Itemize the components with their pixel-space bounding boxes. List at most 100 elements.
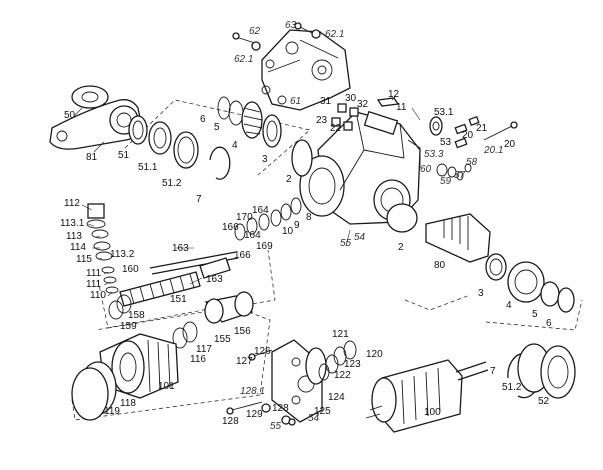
label-51-2-lower: 51.2 (502, 382, 522, 393)
label-63: 63 (285, 20, 297, 31)
upper-bearing-set (217, 96, 282, 148)
label-5-lower: 5 (532, 309, 538, 320)
adjuster-fittings (429, 115, 518, 149)
label-57: 57 (454, 170, 466, 181)
lower-bearing-set (485, 253, 575, 313)
label-51: 51 (118, 150, 130, 161)
label-21: 21 (476, 123, 488, 134)
label-22: 22 (330, 123, 342, 134)
label-58: 58 (466, 157, 478, 168)
label-158: 158 (128, 310, 145, 321)
rack-piston-100 (365, 359, 489, 433)
label-6-lower: 6 (546, 318, 552, 329)
rings-118-119 (71, 361, 117, 421)
label-61: 61 (290, 96, 301, 107)
valve-fittings (331, 97, 400, 131)
label-32: 32 (357, 99, 369, 110)
rings-116-117 (172, 321, 198, 349)
pitman-arm-81 (49, 85, 143, 150)
label-116: 116 (190, 354, 206, 365)
label-113-2: 113.2 (110, 249, 135, 260)
label-114: 114 (70, 242, 86, 253)
label-55-upper: 55 (340, 238, 352, 249)
label-5-upper: 5 (214, 122, 220, 133)
label-119: 119 (104, 406, 120, 417)
label-159: 159 (120, 321, 137, 332)
bolts-62-63 (232, 22, 321, 51)
label-80: 80 (434, 260, 446, 271)
label-120: 120 (366, 349, 383, 360)
label-164-a: 164 (252, 205, 269, 216)
label-2-lower: 2 (398, 242, 404, 253)
input-shaft-151 (119, 251, 239, 307)
label-170: 170 (236, 212, 253, 223)
label-7-upper: 7 (196, 194, 202, 205)
label-20-b: 20 (504, 139, 516, 150)
label-127: 127 (236, 356, 253, 367)
label-53-1: 53.1 (434, 107, 454, 118)
label-100: 100 (424, 407, 441, 418)
label-128-lower: 128 (222, 416, 239, 427)
label-166-lower: 166 (234, 250, 251, 261)
assembly-frames (71, 99, 583, 421)
label-10: 10 (282, 226, 294, 237)
bracket-61 (261, 29, 351, 111)
label-3-lower: 3 (478, 288, 484, 299)
label-128-1: 128.1 (240, 386, 265, 397)
label-52: 52 (538, 396, 550, 407)
label-111-a: 111 (86, 268, 102, 279)
label-7-lower: 7 (490, 366, 496, 377)
label-101: 101 (158, 381, 175, 392)
label-54-lower: 54 (308, 413, 320, 424)
label-23: 23 (316, 115, 328, 126)
label-50: 50 (64, 110, 76, 121)
valve-sleeve-parts (86, 203, 119, 294)
label-59: 59 (440, 176, 452, 187)
label-123: 123 (344, 359, 361, 370)
label-60: 60 (420, 164, 432, 175)
label-62-1-right: 62.1 (325, 29, 344, 40)
label-8: 8 (306, 212, 312, 223)
cover-bolts (226, 349, 296, 426)
part-labels: 62 63 62.1 62.1 61 50 81 51 51.1 51.2 7 … (60, 20, 552, 432)
label-113: 113 (66, 231, 82, 242)
valve-seal-rings (234, 197, 302, 241)
label-122: 122 (334, 370, 351, 381)
label-163-lower: 163 (206, 274, 223, 285)
label-54-upper: 54 (354, 232, 366, 243)
label-117: 117 (196, 344, 212, 355)
label-113-1: 113.1 (60, 218, 85, 229)
label-11: 11 (396, 102, 407, 113)
label-155: 155 (214, 334, 231, 345)
label-20-a: 20 (462, 130, 474, 141)
label-3-upper: 3 (262, 154, 268, 165)
label-9: 9 (294, 220, 300, 231)
label-53: 53 (440, 137, 452, 148)
label-160: 160 (122, 264, 139, 275)
label-30: 30 (345, 93, 357, 104)
label-125: 125 (314, 406, 331, 417)
label-151: 151 (170, 294, 187, 305)
label-110: 110 (90, 290, 106, 301)
label-111-b: 111 (86, 279, 102, 290)
label-12: 12 (388, 89, 400, 100)
label-169: 169 (256, 241, 273, 252)
cover-plate-124 (271, 339, 327, 423)
label-164-b: 164 (244, 230, 261, 241)
label-121: 121 (332, 329, 349, 340)
label-156: 156 (234, 326, 251, 337)
sector-shaft-80 (425, 213, 491, 263)
label-4-lower: 4 (506, 300, 512, 311)
label-163-upper: 163 (172, 243, 189, 254)
label-6-upper: 6 (200, 114, 206, 125)
seal-rings-upper (128, 115, 231, 180)
label-51-1: 51.1 (138, 162, 158, 173)
label-55-lower: 55 (270, 421, 282, 432)
sleeve-155-156 (204, 291, 254, 324)
label-62-1-left: 62.1 (234, 54, 253, 65)
label-129: 129 (246, 409, 263, 420)
label-118: 118 (120, 398, 136, 409)
side-cover-rings (507, 343, 576, 399)
label-81: 81 (86, 152, 98, 163)
